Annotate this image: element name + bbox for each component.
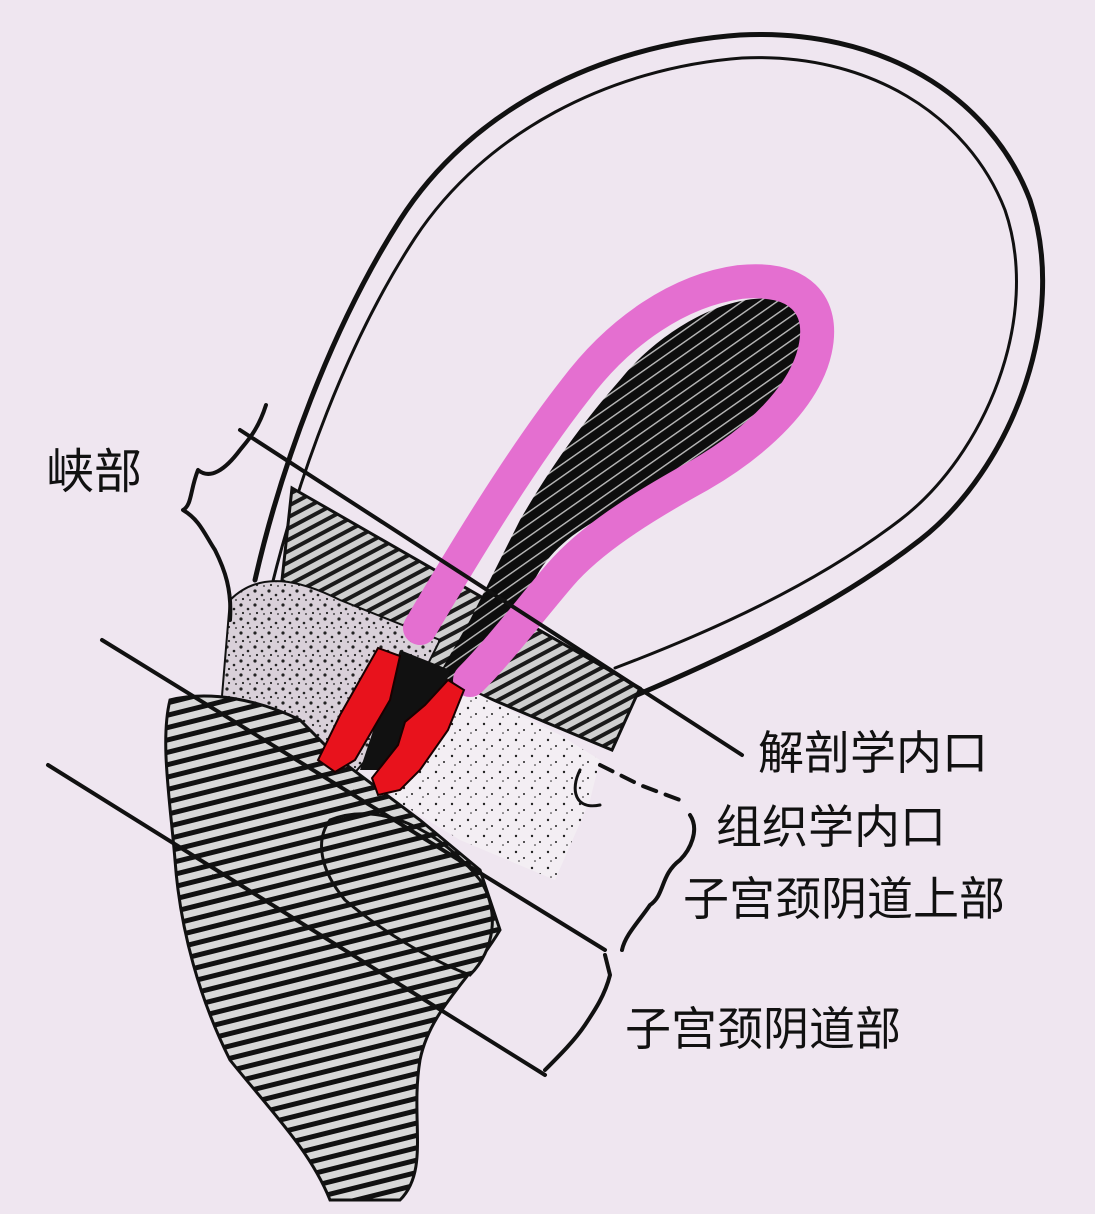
uterine-body-outline — [252, 32, 1046, 703]
label-histological-internal-os: 组织学内口 — [716, 800, 946, 854]
label-anatomical-internal-os: 解剖学内口 — [758, 726, 988, 780]
label-supravaginal-cervix: 子宫颈阴道上部 — [683, 872, 1005, 926]
label-isthmus: 峡部 — [46, 444, 143, 500]
cervical-canal-red-highlight — [316, 646, 466, 797]
endometrium — [403, 264, 835, 697]
pointer-lines — [46, 428, 744, 1077]
vaginal-wall-hatched — [164, 694, 502, 1202]
brackets — [181, 403, 697, 1072]
label-vaginal-cervix: 子宫颈阴道部 — [625, 1002, 901, 1056]
